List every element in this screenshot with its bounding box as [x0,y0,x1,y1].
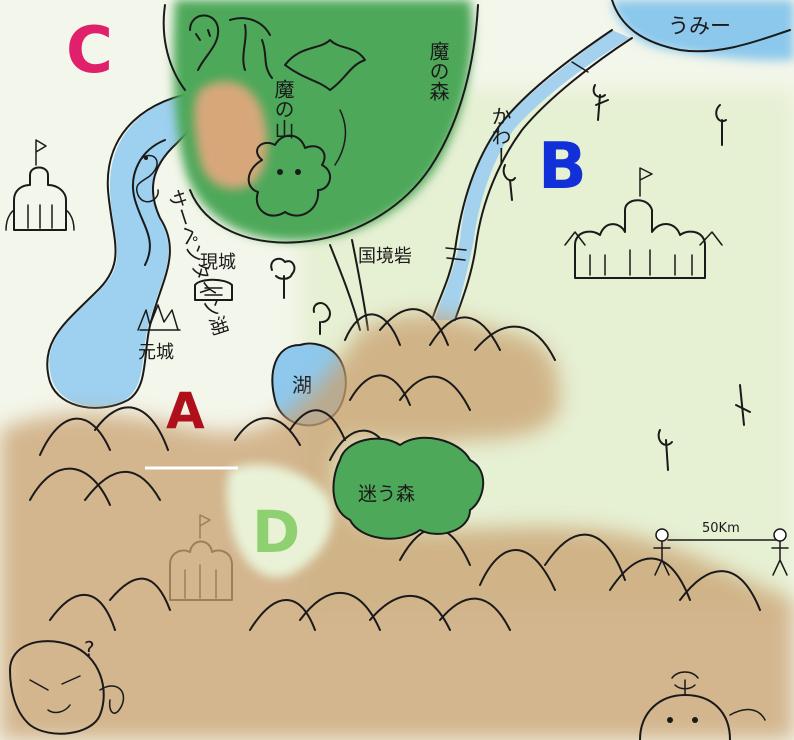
tree-icons [270,84,751,471]
sea-label: うみー [668,14,731,38]
mountain-range-south [0,314,794,740]
castle-b-windows-icon [589,249,693,276]
region-letter-b: B [538,130,587,204]
serpentine-lake-inner-line [132,139,166,266]
confused-character-hand-icon [99,685,125,714]
mountain-peak-icon [234,409,346,446]
question-mark: ? [84,637,95,661]
scale-figure-left-body-icon [653,540,671,576]
river-bank-east [454,37,633,321]
sea [612,0,794,61]
serpentine-lake-outline [46,91,206,409]
tree-icon [735,384,751,426]
scale-bar: 50Km [653,521,789,576]
lost-forest [333,437,484,539]
serpentine-lake [49,92,206,407]
mascot-arm-icon [729,708,766,721]
river [435,30,630,320]
mascot-eye-left-icon [667,717,673,723]
river-bridge-mark-2 [445,247,467,261]
castle-c-windows-icon [27,204,53,229]
tree-icon [715,104,727,146]
castle-c-wings-icon [5,209,75,231]
tree-icon [502,164,516,201]
border-fort-label: 国境砦 [358,246,412,267]
serpent-icon [135,154,159,203]
mountain-peak-icon [344,308,556,411]
castle-c-region-icon [5,139,75,231]
former-castle-ruins-icon [137,304,181,331]
tentacle-monster-icon [229,17,273,79]
tree-icon [592,84,609,121]
tree-icon [657,429,673,471]
lost-forest-label: 迷う森 [358,483,415,505]
mascot-character-icon [639,671,766,740]
former-castle-label: 元城 [138,342,174,363]
bat-monster-icon [284,39,366,91]
region-letter-c: C [66,14,113,88]
mountain-peak-icon [29,406,169,506]
tree-monster-eye-right-icon [295,169,301,175]
current-castle-detail-icon [204,287,223,296]
river-bank-west [431,29,613,321]
confused-character-face-icon [29,675,81,714]
region-letter-d: D [252,498,300,566]
tree-icon [312,302,331,335]
scale-label: 50Km [702,521,740,536]
river-bridge-mark [571,61,589,73]
grassland-patch-d [226,464,333,578]
serpent-eye-icon [144,156,148,160]
current-castle-icon [194,278,233,301]
tree-icon [270,257,296,299]
scale-figure-left-icon [655,528,669,542]
scale-figure-right-body-icon [771,540,789,576]
lake-label: 湖 [292,373,312,397]
mascot-eye-right-icon [692,717,698,723]
demon-forest-edge [189,4,479,244]
confused-character-icon [9,640,125,735]
demon-mountain [194,81,268,189]
tree-monster-icon [247,134,332,217]
tree-monster-eye-left-icon [277,169,283,175]
castle-c-flag-icon [35,139,47,166]
castle-b-towers-icon [564,231,723,246]
border-fort-road-east [351,239,369,331]
mascot-antenna-icon [671,671,699,696]
lost-forest-outline [332,436,485,540]
current-castle-label: 現城 [200,252,236,273]
forest-vine-icon [334,109,347,166]
scale-figure-right-icon [773,528,787,542]
ghost-monster-icon [189,14,220,71]
demon-forest-west-edge [162,4,186,91]
monster-icons [189,14,366,217]
region-letter-a: A [166,382,205,440]
castle-b-flag-icon [639,167,653,197]
castle-b-region-icon [564,167,723,279]
sea-shoreline [611,0,791,53]
